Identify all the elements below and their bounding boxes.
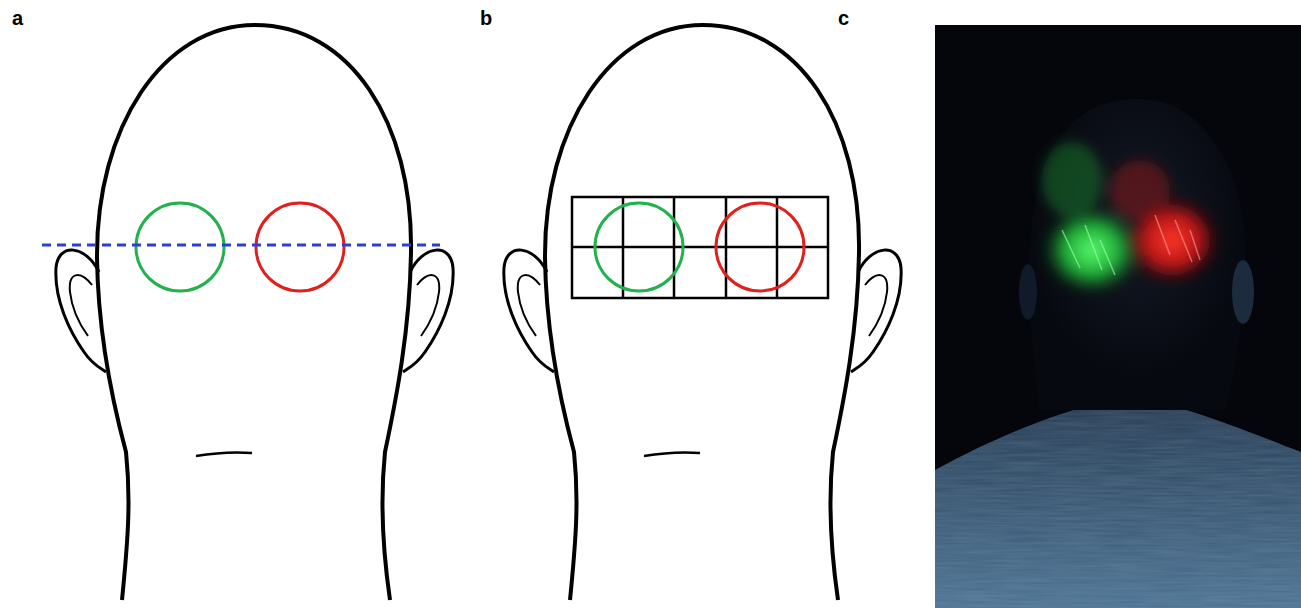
green-circle	[136, 203, 224, 291]
panel-letter: c	[838, 8, 849, 28]
head-outline	[56, 25, 453, 600]
red-circle	[256, 203, 344, 291]
panel-letter: b	[480, 8, 492, 28]
green-circle	[595, 203, 683, 291]
dashed-line	[42, 244, 440, 247]
panel-letter: a	[12, 8, 23, 28]
red-circle	[716, 203, 804, 291]
photo	[935, 25, 1301, 608]
head-outline	[504, 25, 901, 600]
grid	[572, 197, 828, 298]
